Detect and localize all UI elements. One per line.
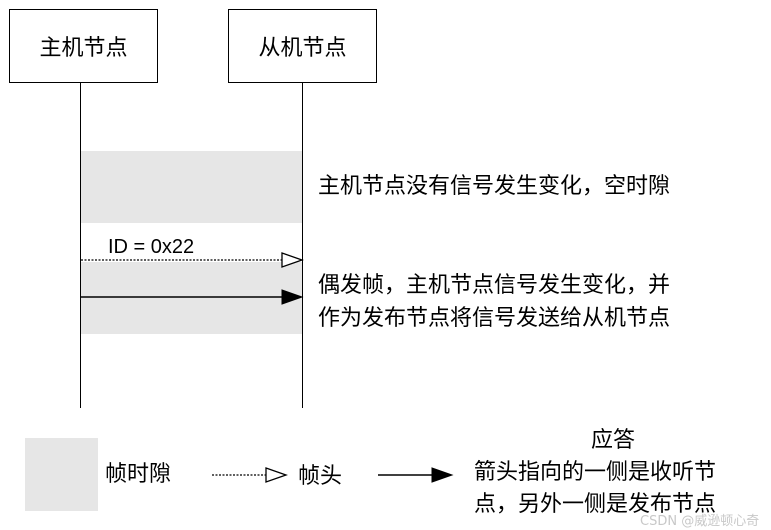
frame-annotation-line1: 偶发帧，主机节点信号发生变化，并: [318, 273, 671, 298]
legend-response-line1: 箭头指向的一侧是收听节: [474, 460, 717, 485]
master-node-box: 主机节点: [9, 9, 158, 83]
frame-annotation-line2: 作为发布节点将信号发送给从机节点: [318, 306, 671, 331]
legend-response-line2: 点，另外一侧是发布节点: [474, 492, 717, 517]
legend-header-label: 帧头: [298, 464, 343, 489]
master-node-label: 主机节点: [39, 36, 128, 61]
legend-response-title: 应答: [591, 428, 636, 453]
idle-frame-slot: [80, 151, 302, 223]
watermark-text: CSDN @威逊顿心奇: [640, 514, 760, 529]
slave-node-label: 从机节点: [258, 36, 347, 61]
slave-node-box: 从机节点: [228, 9, 377, 83]
legend-slot-swatch: [25, 438, 98, 511]
slave-lifeline: [302, 83, 303, 408]
legend-slot-label: 帧时隙: [105, 462, 172, 487]
idle-slot-annotation: 主机节点没有信号发生变化，空时隙: [318, 174, 671, 199]
legend-header-arrow-head: [265, 467, 288, 483]
master-lifeline: [80, 83, 81, 408]
legend-response-arrow-head: [431, 467, 454, 483]
response-arrow-head: [281, 289, 304, 305]
message-id-label: ID = 0x22: [108, 236, 195, 258]
event-frame-slot: [80, 262, 302, 334]
header-arrow-head: [281, 252, 304, 268]
